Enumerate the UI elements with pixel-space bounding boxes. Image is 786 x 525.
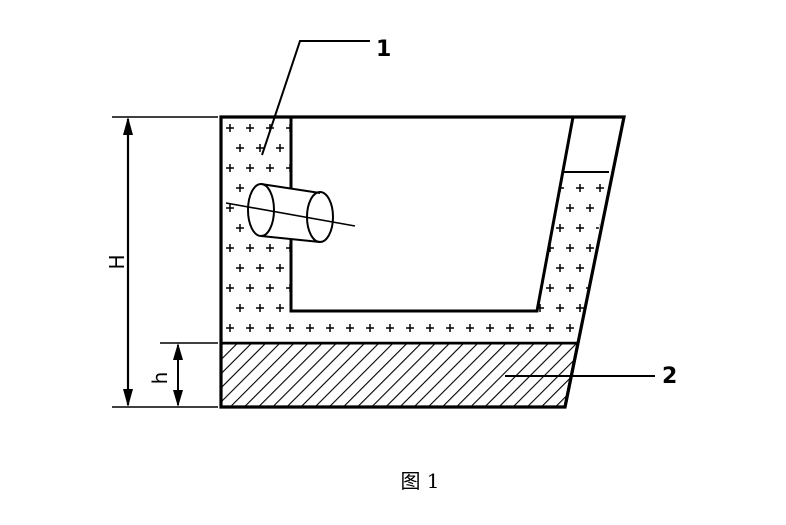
plus-mark [266, 284, 274, 292]
plus-mark [586, 244, 594, 252]
plus-mark [226, 204, 234, 212]
plus-mark [346, 324, 354, 332]
plus-mark [446, 324, 454, 332]
leader-line-1 [261, 40, 370, 156]
plus-mark [326, 324, 334, 332]
plus-mark [276, 304, 284, 312]
plus-mark [266, 324, 274, 332]
height-h-label: h [148, 372, 172, 385]
plus-mark [466, 324, 474, 332]
plus-mark [566, 204, 574, 212]
plus-mark [266, 244, 274, 252]
plus-mark [596, 304, 604, 312]
plus-mark [586, 124, 594, 132]
plus-mark [506, 324, 514, 332]
plus-mark [606, 284, 609, 292]
plus-mark [246, 284, 254, 292]
plus-mark [606, 124, 609, 132]
plus-mark [586, 324, 594, 332]
plus-mark [386, 324, 394, 332]
plus-mark [566, 244, 574, 252]
plus-mark [246, 124, 254, 132]
plus-mark [256, 144, 264, 152]
plus-mark [546, 324, 554, 332]
plus-mark [576, 144, 584, 152]
plus-mark [576, 184, 584, 192]
plus-mark [566, 284, 574, 292]
plus-mark [596, 264, 604, 272]
plus-mark [586, 204, 594, 212]
plus-mark [596, 184, 604, 192]
plus-mark [486, 324, 494, 332]
plus-mark [366, 324, 374, 332]
plus-mark [406, 324, 414, 332]
plus-mark [236, 184, 244, 192]
plus-mark [236, 304, 244, 312]
nozzle-cylinder [225, 183, 356, 243]
plus-mark [236, 144, 244, 152]
plus-mark [266, 164, 274, 172]
plus-mark [246, 164, 254, 172]
plus-mark [306, 324, 314, 332]
plus-mark [556, 304, 564, 312]
refractory-lining [221, 117, 609, 343]
plus-mark [226, 164, 234, 172]
plus-mark [596, 144, 604, 152]
plus-mark [546, 284, 554, 292]
plus-mark [606, 324, 609, 332]
plus-mark [246, 324, 254, 332]
part-2-label: 2 [662, 364, 677, 389]
plus-mark [556, 264, 564, 272]
height-H-dimension [112, 116, 218, 408]
height-h-dimension [160, 342, 218, 407]
plus-mark [276, 144, 284, 152]
plus-mark [226, 244, 234, 252]
plus-mark [426, 324, 434, 332]
part-1-label: 1 [376, 37, 391, 62]
plus-mark [256, 304, 264, 312]
plus-mark [606, 244, 609, 252]
plus-mark [226, 324, 234, 332]
plus-mark [236, 224, 244, 232]
plus-mark [566, 324, 574, 332]
height-H-label: H [105, 254, 129, 269]
plus-mark [576, 224, 584, 232]
plus-mark [576, 304, 584, 312]
plus-mark [236, 264, 244, 272]
figure-caption: 图 1 [400, 469, 439, 493]
plus-mark [566, 164, 574, 172]
plus-mark [286, 324, 294, 332]
plus-mark [526, 324, 534, 332]
plus-mark [276, 264, 284, 272]
plus-mark [246, 244, 254, 252]
vessel-outline [219, 115, 626, 409]
plus-mark [226, 284, 234, 292]
plus-mark [226, 124, 234, 132]
plus-mark [576, 264, 584, 272]
plus-mark [256, 264, 264, 272]
plus-mark [586, 164, 594, 172]
plus-mark [556, 224, 564, 232]
